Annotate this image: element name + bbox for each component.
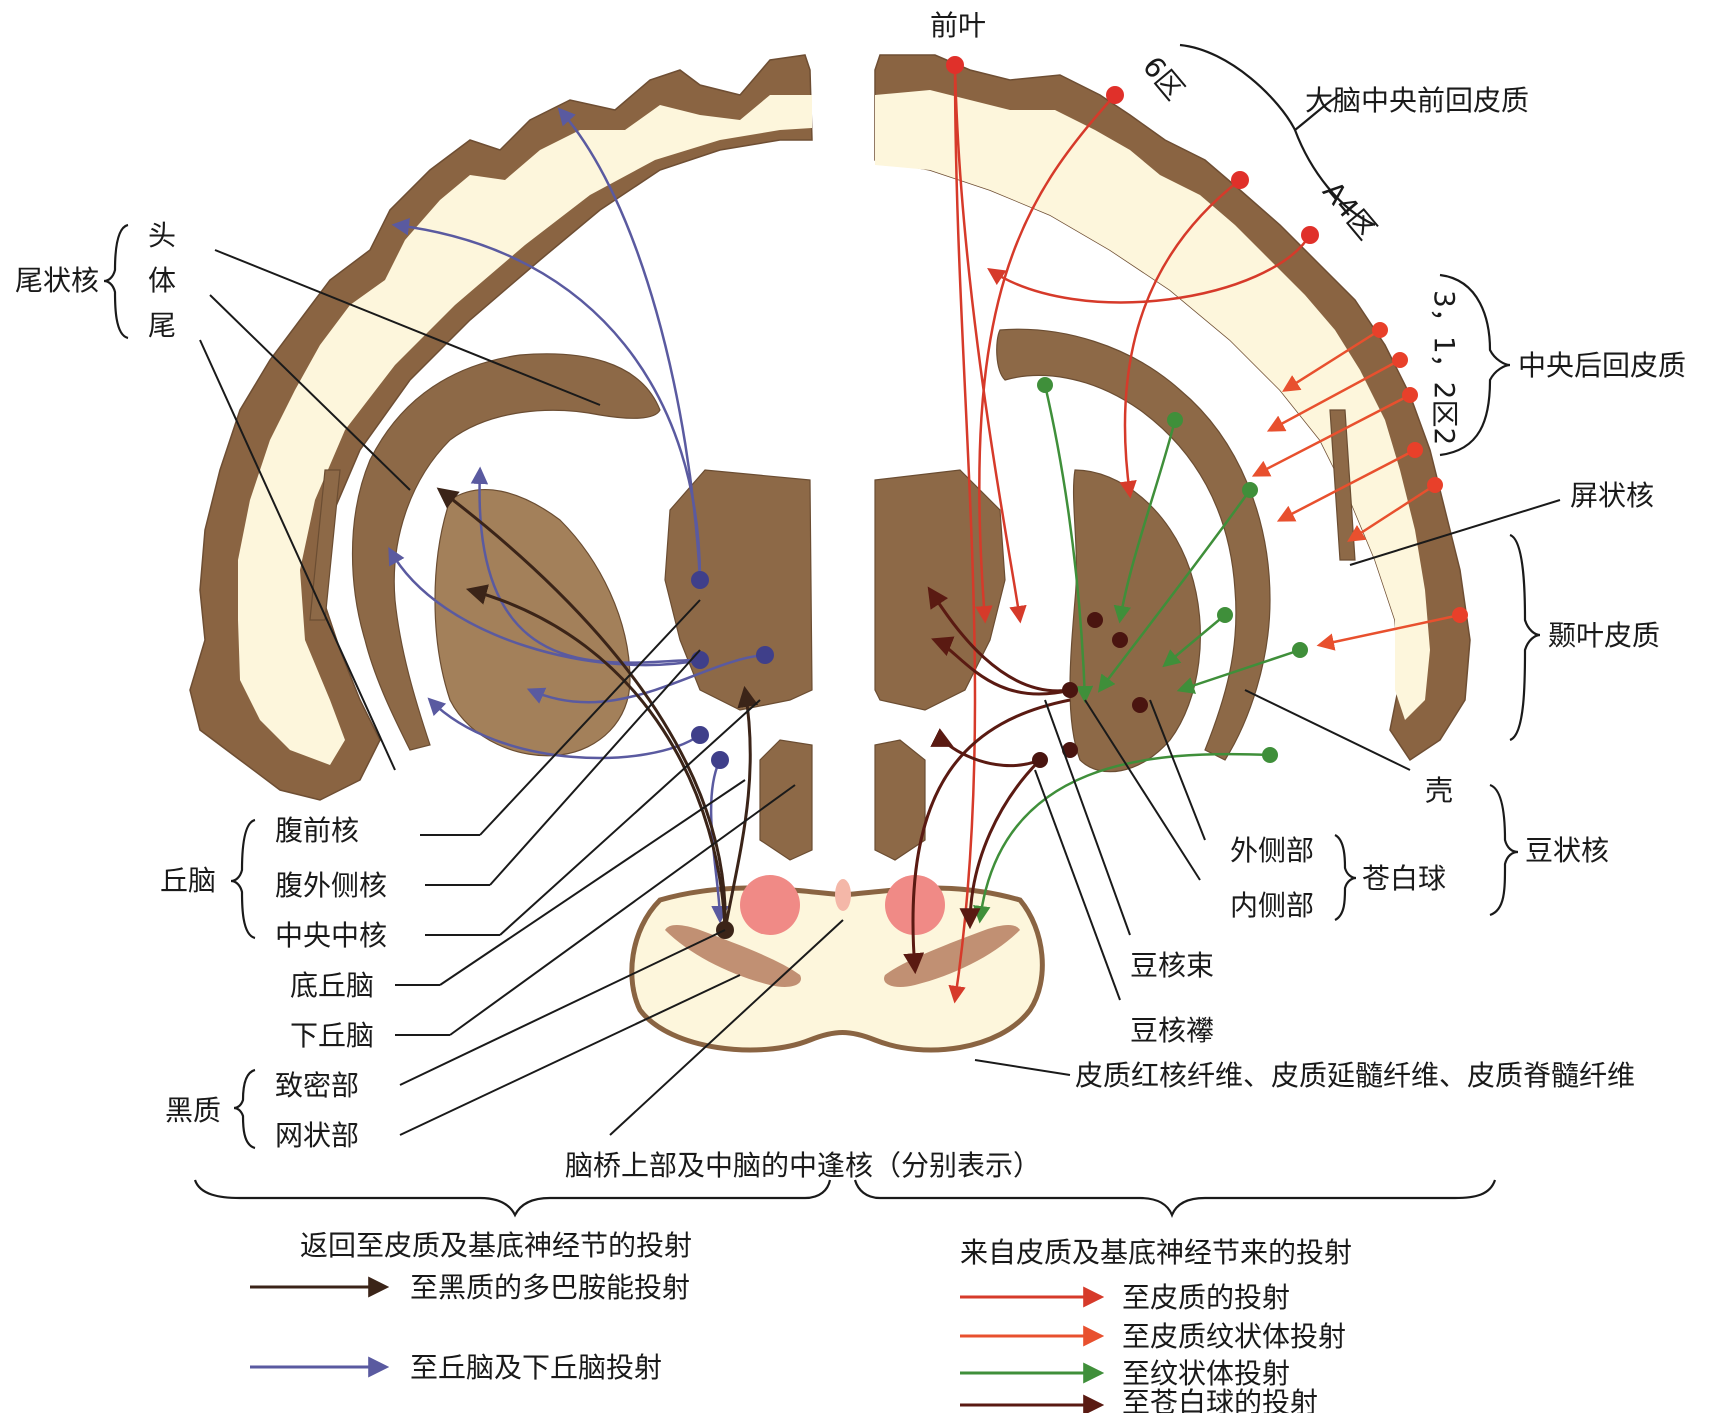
left-subthalamus — [760, 740, 812, 860]
legend-right: 来自皮质及基底神经节来的投射 至皮质的投射 至皮质纹状体投射 至纹状体投射 至苍… — [960, 1236, 1352, 1413]
label-globus-pallidus: 苍白球 — [1362, 862, 1446, 895]
brace-nigra — [234, 1070, 255, 1148]
legend-right-title: 来自皮质及基底神经节来的投射 — [960, 1236, 1352, 1269]
label-temporal-cortex: 颞叶皮质 — [1548, 619, 1660, 652]
thalamic-node — [691, 651, 709, 669]
label-ansa-lenticularis: 豆核襻 — [1130, 1014, 1214, 1047]
label-putamen: 壳 — [1425, 774, 1453, 807]
label-claustrum: 屏状核 — [1570, 479, 1654, 512]
left-red-nucleus — [740, 875, 800, 935]
cortical-node — [1407, 442, 1423, 458]
pallidal-node — [1062, 682, 1078, 698]
legend-left: 返回至皮质及基底神经节的投射 至黑质的多巴胺能投射 至丘脑及下丘脑投射 — [250, 1229, 692, 1384]
label-substantia-nigra: 黑质 — [165, 1094, 221, 1127]
left-putamen — [435, 490, 630, 756]
brace-left-group — [195, 1180, 830, 1215]
pallidal-node — [1112, 632, 1128, 648]
label-anterior-lobe: 前叶 — [930, 9, 986, 42]
cortical-node — [1452, 607, 1468, 623]
thalamic-node — [691, 726, 709, 744]
right-subthalamus — [875, 740, 925, 860]
label-area6: 6区 — [1136, 50, 1191, 106]
striatal-node — [1242, 482, 1258, 498]
cortical-node — [1106, 86, 1124, 104]
cortical-node — [1427, 477, 1443, 493]
brace-thalamus — [231, 820, 255, 938]
label-caudate-tail: 尾 — [148, 309, 176, 342]
pallidal-node — [1132, 697, 1148, 713]
striatal-node — [1037, 377, 1053, 393]
thalamic-node — [756, 646, 774, 664]
label-corticofugal-fibers: 皮质红核纤维、皮质延髓纤维、皮质脊髓纤维 — [1075, 1059, 1635, 1092]
label-centromedian: 中央中核 — [275, 919, 387, 952]
label-caudate-body: 体 — [148, 264, 176, 297]
label-hypothalamus: 下丘脑 — [290, 1019, 374, 1052]
cortical-node — [1301, 226, 1319, 244]
thalamic-node — [691, 571, 709, 589]
label-raphe-nuclei: 脑桥上部及中脑的中逢核（分别表示） — [565, 1149, 1041, 1182]
label-postcentral-cortex: 中央后回皮质 — [1518, 349, 1686, 382]
label-precentral-cortex: 大脑中央前回皮质 — [1305, 84, 1529, 117]
cortical-node — [946, 56, 964, 74]
label-caudate-head: 头 — [148, 219, 176, 252]
cortical-node — [1392, 352, 1408, 368]
brace-temporal — [1510, 535, 1540, 740]
cortical-node — [1372, 322, 1388, 338]
label-pars-compacta: 致密部 — [275, 1069, 359, 1102]
legend-item-corticostriate: 至皮质纹状体投射 — [1122, 1320, 1346, 1353]
striatal-node — [1262, 747, 1278, 763]
right-thalamus — [875, 470, 1005, 710]
label-subthalamus: 底丘脑 — [290, 969, 374, 1002]
striatal-node — [1217, 607, 1233, 623]
legend-item-cortical: 至皮质的投射 — [1122, 1281, 1290, 1314]
label-pars-reticulata: 网状部 — [275, 1119, 359, 1152]
legend-item-thalamic: 至丘脑及下丘脑投射 — [410, 1351, 662, 1384]
left-thalamus — [665, 470, 812, 710]
pallidal-node — [1032, 752, 1048, 768]
leader-pars-reticulata — [400, 975, 740, 1135]
brace-lenticular — [1490, 785, 1518, 915]
label-medial-part: 内侧部 — [1230, 889, 1314, 922]
label-caudate-nucleus: 尾状核 — [15, 264, 99, 297]
label-thalamus: 丘脑 — [160, 864, 216, 897]
legend-item-pallidal: 至苍白球的投射 — [1122, 1386, 1318, 1413]
brace-right-group — [855, 1180, 1495, 1215]
label-ventral-lateral: 腹外侧核 — [275, 869, 387, 902]
leader-ansa-lenticularis — [1035, 770, 1120, 1000]
brace-caudate — [104, 225, 128, 338]
striatal-node — [1167, 412, 1183, 428]
pallidal-node — [1087, 612, 1103, 628]
thalamic-node — [711, 751, 729, 769]
cortical-node — [1402, 387, 1418, 403]
brace-globus-pallidus — [1335, 835, 1356, 920]
leader-corticofugal — [975, 1060, 1070, 1075]
cortical-node — [1231, 171, 1249, 189]
label-areas312: 3，1，2区2 — [1428, 290, 1461, 445]
label-lenticular-nucleus: 豆状核 — [1525, 834, 1609, 867]
label-ventral-anterior: 腹前核 — [275, 814, 359, 847]
raphe-nucleus — [835, 879, 851, 911]
striatal-node — [1292, 642, 1308, 658]
legend-item-dopaminergic: 至黑质的多巴胺能投射 — [410, 1271, 690, 1304]
label-lateral-part: 外侧部 — [1230, 834, 1314, 867]
label-lenticular-fasciculus: 豆核束 — [1130, 949, 1214, 982]
legend-left-title: 返回至皮质及基底神经节的投射 — [300, 1229, 692, 1262]
